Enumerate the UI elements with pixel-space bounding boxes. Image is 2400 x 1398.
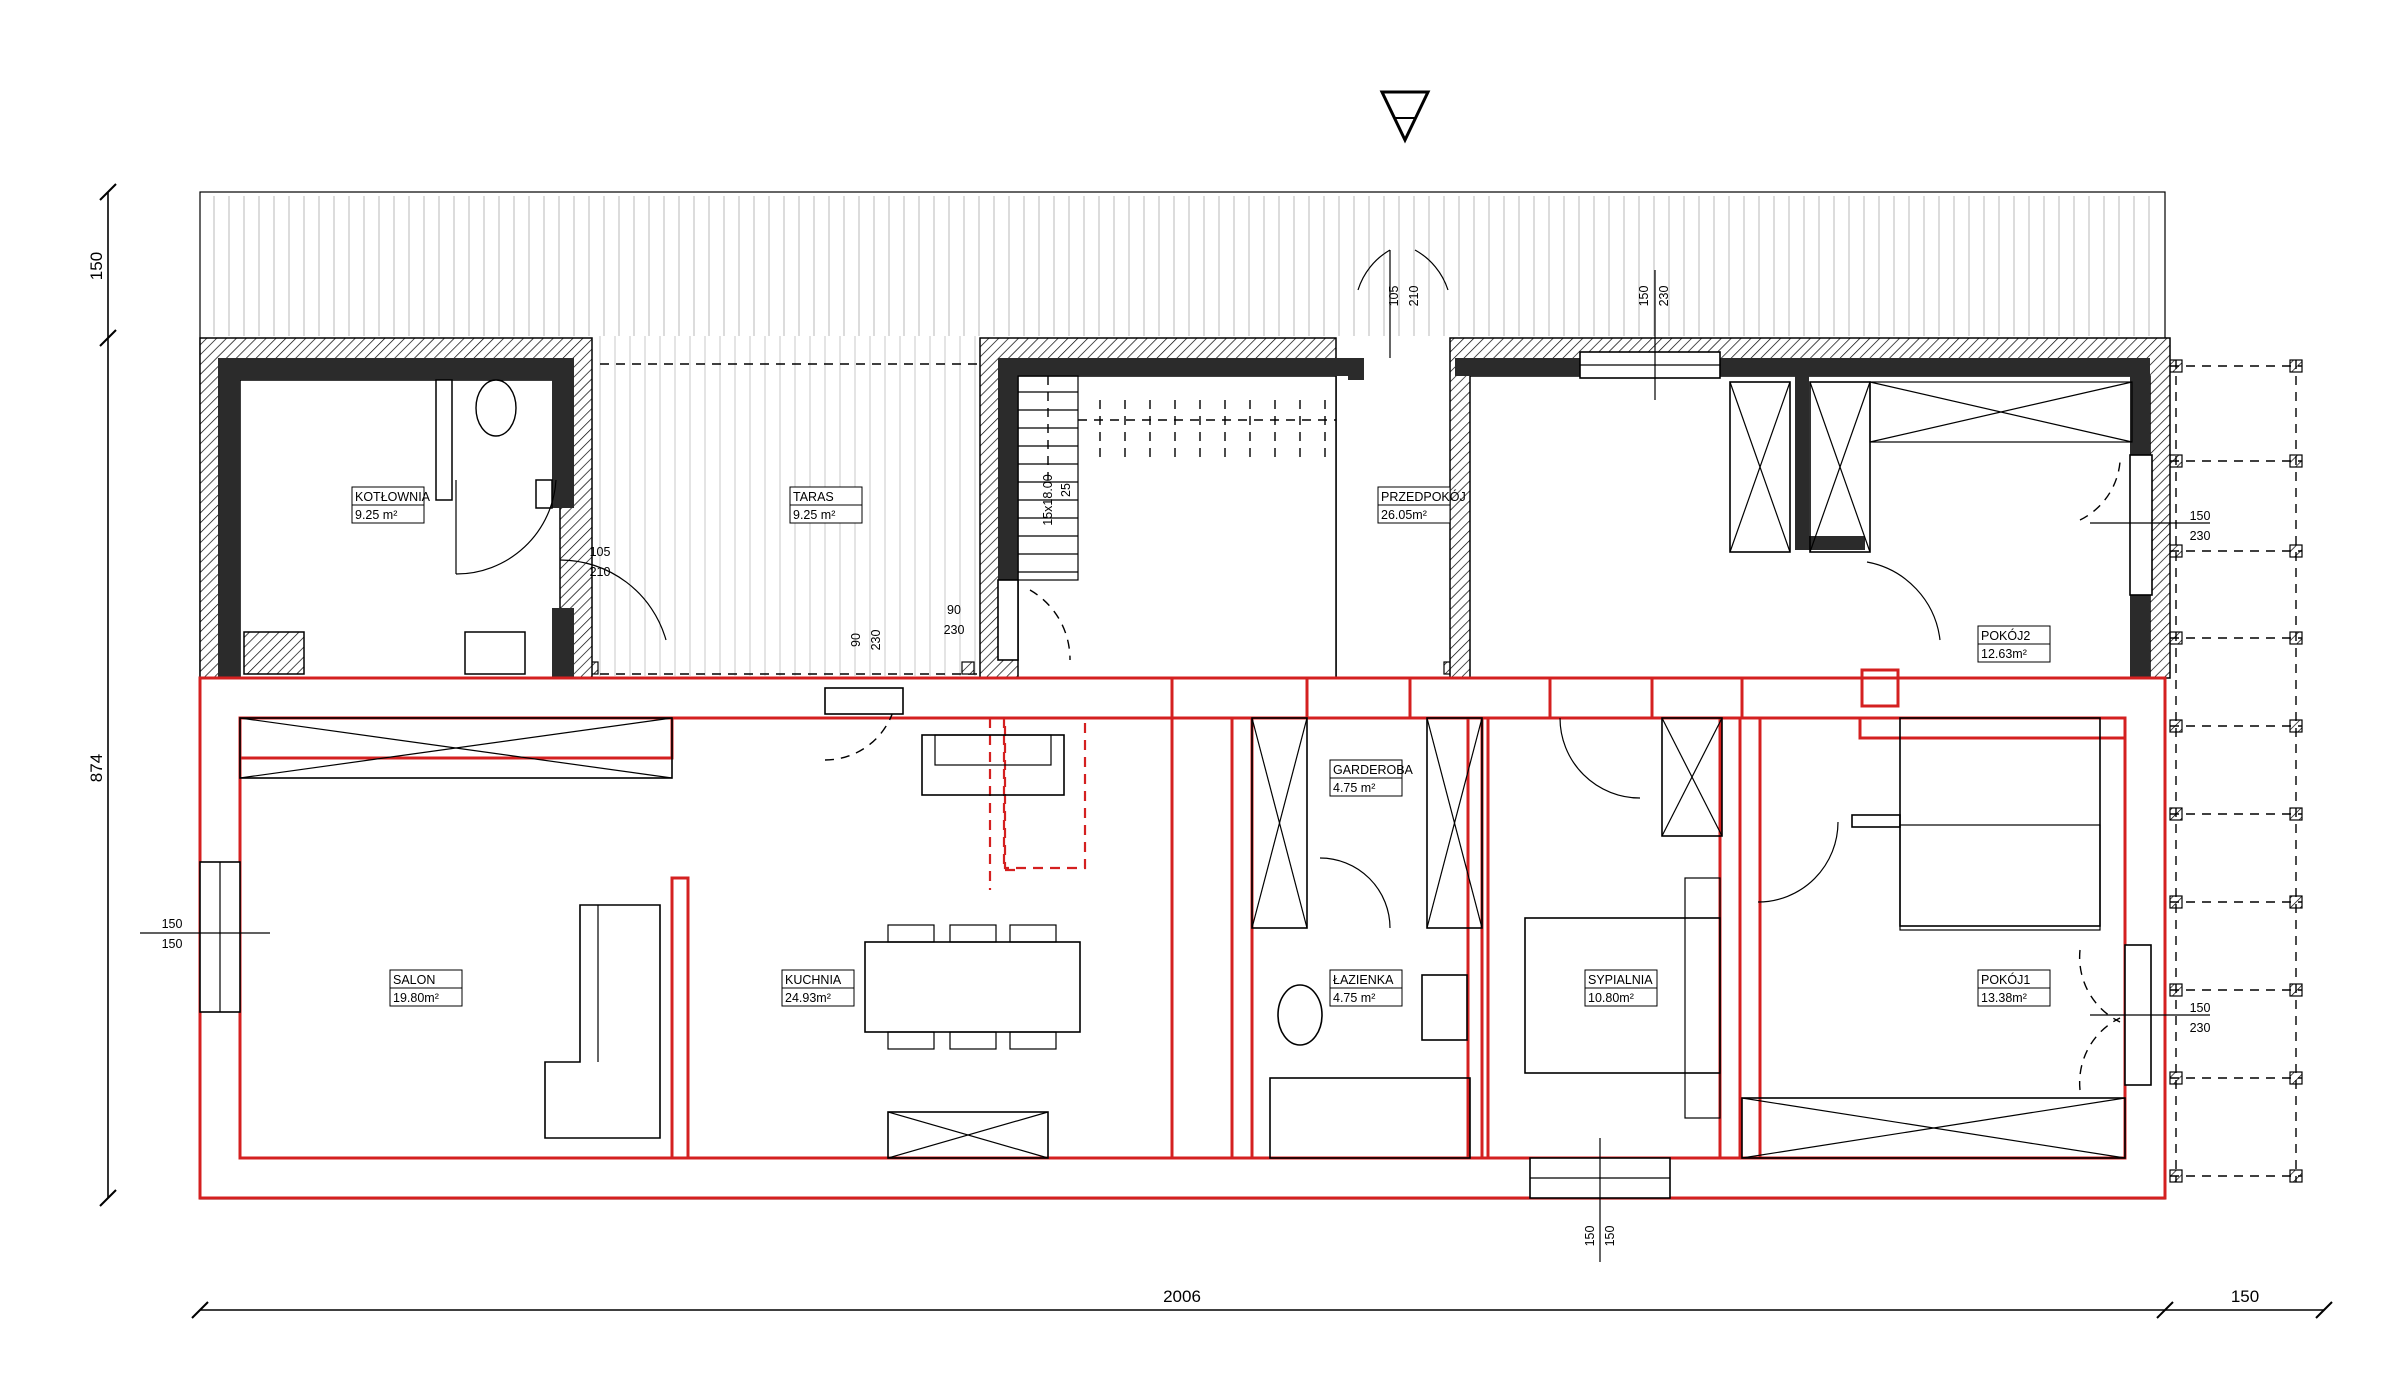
- room-area: 10.80m²: [1588, 991, 1634, 1005]
- room-label: TARAS 9.25 m²: [789, 486, 863, 524]
- room-name: KOTŁOWNIA: [355, 490, 431, 504]
- stairs: [1017, 375, 1336, 581]
- top-window-height: 230: [1657, 286, 1671, 307]
- room-area: 4.75 m²: [1333, 991, 1375, 1005]
- top-window: [1579, 270, 1721, 400]
- terrace-door-height: 230: [869, 630, 883, 651]
- left-window-width: 150: [162, 917, 183, 931]
- dim-left-total: 874: [87, 754, 106, 782]
- room-area: 12.63m²: [1981, 647, 2027, 661]
- room-area: 13.38m²: [1981, 991, 2027, 1005]
- windows: [140, 454, 2210, 1262]
- room-label: SALON 19.80m²: [389, 969, 463, 1007]
- top-window-width: 150: [1637, 286, 1651, 307]
- left-window-height: 150: [162, 937, 183, 951]
- right-window-bottom-width: 150: [2190, 1001, 2211, 1015]
- roof-overhang: [199, 191, 2166, 1200]
- entrance-door-height: 210: [1407, 286, 1421, 307]
- room-name: TARAS: [793, 490, 834, 504]
- room-area: 26.05m²: [1381, 508, 1427, 522]
- north-arrow-icon: [1379, 90, 1431, 144]
- room-name: SALON: [393, 973, 435, 987]
- entrance-door-width: 105: [1387, 286, 1401, 307]
- room-area: 19.80m²: [393, 991, 439, 1005]
- bottom-window-height: 150: [1603, 1226, 1617, 1247]
- room-label: SYPIALNIA 10.80m²: [1584, 969, 1658, 1007]
- stairs-depth: 25: [1059, 483, 1073, 497]
- terrace-door-width: 90: [849, 633, 863, 647]
- room-labels: KOTŁOWNIA 9.25 m² TARAS 9.25 m² PRZEDPOKÓJ 26…: [351, 486, 2051, 1007]
- room-label: ŁAZIENKA 4.75 m²: [1329, 969, 1403, 1007]
- room-name: POKÓJ1: [1981, 972, 2030, 987]
- dim-bottom-terrace: 150: [2231, 1287, 2259, 1306]
- stairs-count: 15x18.00: [1041, 474, 1055, 525]
- existing-walls: [199, 337, 2171, 679]
- room-name: PRZEDPOKÓJ: [1381, 489, 1466, 504]
- pergola-post: [961, 661, 975, 675]
- room-area: 24.93m²: [785, 991, 831, 1005]
- room-label: KUCHNIA 24.93m²: [781, 969, 855, 1007]
- room-label: POKÓJ1 13.38m²: [1977, 969, 2051, 1007]
- room-name: GARDEROBA: [1333, 763, 1414, 777]
- right-window-top-height: 230: [2190, 529, 2211, 543]
- furniture: [239, 381, 2133, 1159]
- kotlownia-door-height: 210: [590, 565, 611, 579]
- stair-door-width: 90: [947, 603, 961, 617]
- room-area: 9.25 m²: [793, 508, 835, 522]
- opening-labels: 105 210 105 210 150 230 90 230 90 230 15…: [162, 286, 2211, 1247]
- dimension-lines: [99, 183, 2333, 1319]
- door-swings: [824, 249, 2121, 1091]
- room-area: 9.25 m²: [355, 508, 397, 522]
- bottom-window-width: 150: [1583, 1226, 1597, 1247]
- kotlownia-door-width: 105: [590, 545, 611, 559]
- room-name: KUCHNIA: [785, 973, 842, 987]
- room-area: 4.75 m²: [1333, 781, 1375, 795]
- room-label: POKÓJ2 12.63m²: [1977, 625, 2051, 663]
- room-name: SYPIALNIA: [1588, 973, 1653, 987]
- stair-door-height: 230: [944, 623, 965, 637]
- room-label: GARDEROBA 4.75 m²: [1329, 759, 1414, 797]
- right-window-top-width: 150: [2190, 509, 2211, 523]
- dim-left-top: 150: [87, 252, 106, 280]
- room-name: POKÓJ2: [1981, 628, 2030, 643]
- room-label: KOTŁOWNIA 9.25 m²: [351, 486, 431, 524]
- room-name: ŁAZIENKA: [1333, 973, 1394, 987]
- dim-bottom-main: 2006: [1163, 1287, 1201, 1306]
- right-window-bottom-height: 230: [2190, 1021, 2211, 1035]
- new-walls: [198, 668, 2167, 1200]
- room-label: PRZEDPOKÓJ 26.05m²: [1377, 486, 1466, 524]
